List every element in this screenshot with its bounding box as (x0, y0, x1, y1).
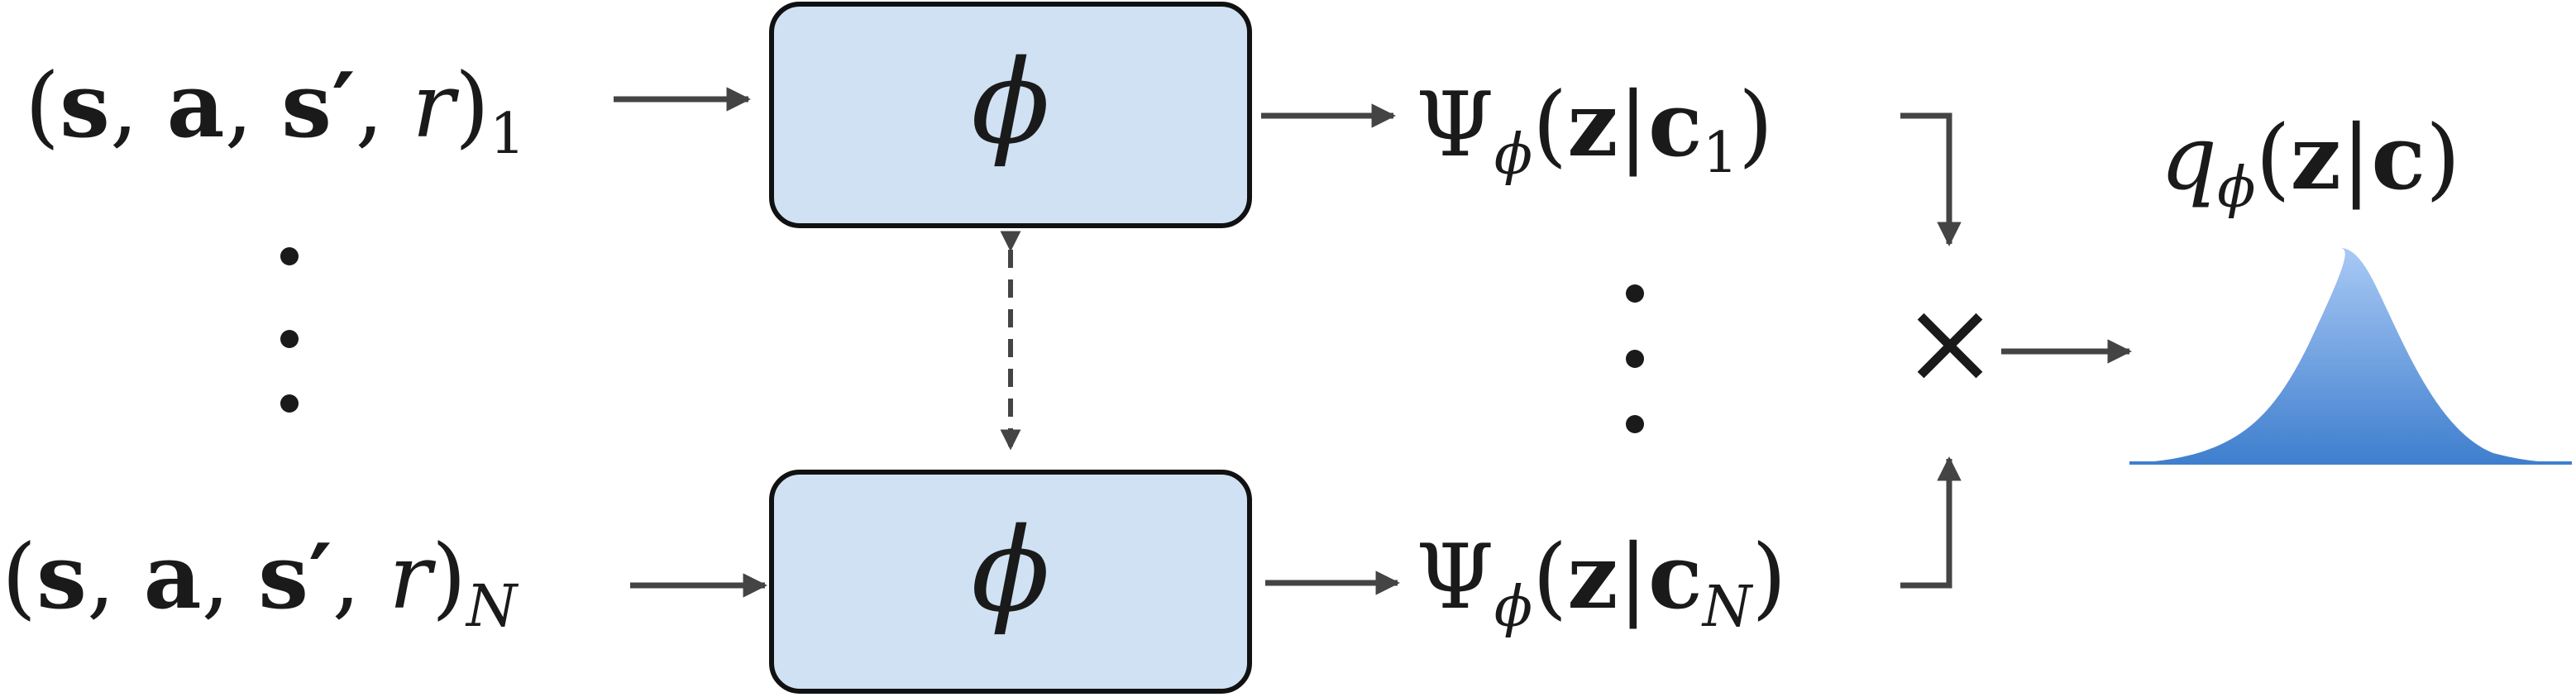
product-symbol: × (1901, 275, 1998, 410)
input-tuple-n-subscript: N (465, 572, 519, 640)
input-tuple-n: (s, a, s′, r)N (2, 525, 519, 640)
input-tuple-1-subscript: 1 (490, 102, 525, 167)
encoder-box-1: ϕ (769, 2, 1252, 228)
encoder-box-n: ϕ (769, 470, 1252, 694)
posterior-gaussian (2129, 248, 2572, 463)
factor-ellipsis (1626, 284, 1644, 433)
factor-n: Ψϕ(z|cN) (1416, 525, 1786, 640)
posterior-label: qϕ(z|c) (2160, 106, 2460, 221)
arrow-factor-1-to-product (1900, 112, 1962, 246)
encoder-symbol-1: ϕ (971, 36, 1049, 170)
arrow-factor-n-to-product (1900, 456, 1962, 589)
input-tuple-1: (s, a, s′, r)1 (25, 54, 525, 167)
encoder-symbol-n: ϕ (971, 504, 1049, 638)
factor-1: Ψϕ(z|c1) (1416, 73, 1773, 188)
input-ellipsis (280, 247, 299, 413)
